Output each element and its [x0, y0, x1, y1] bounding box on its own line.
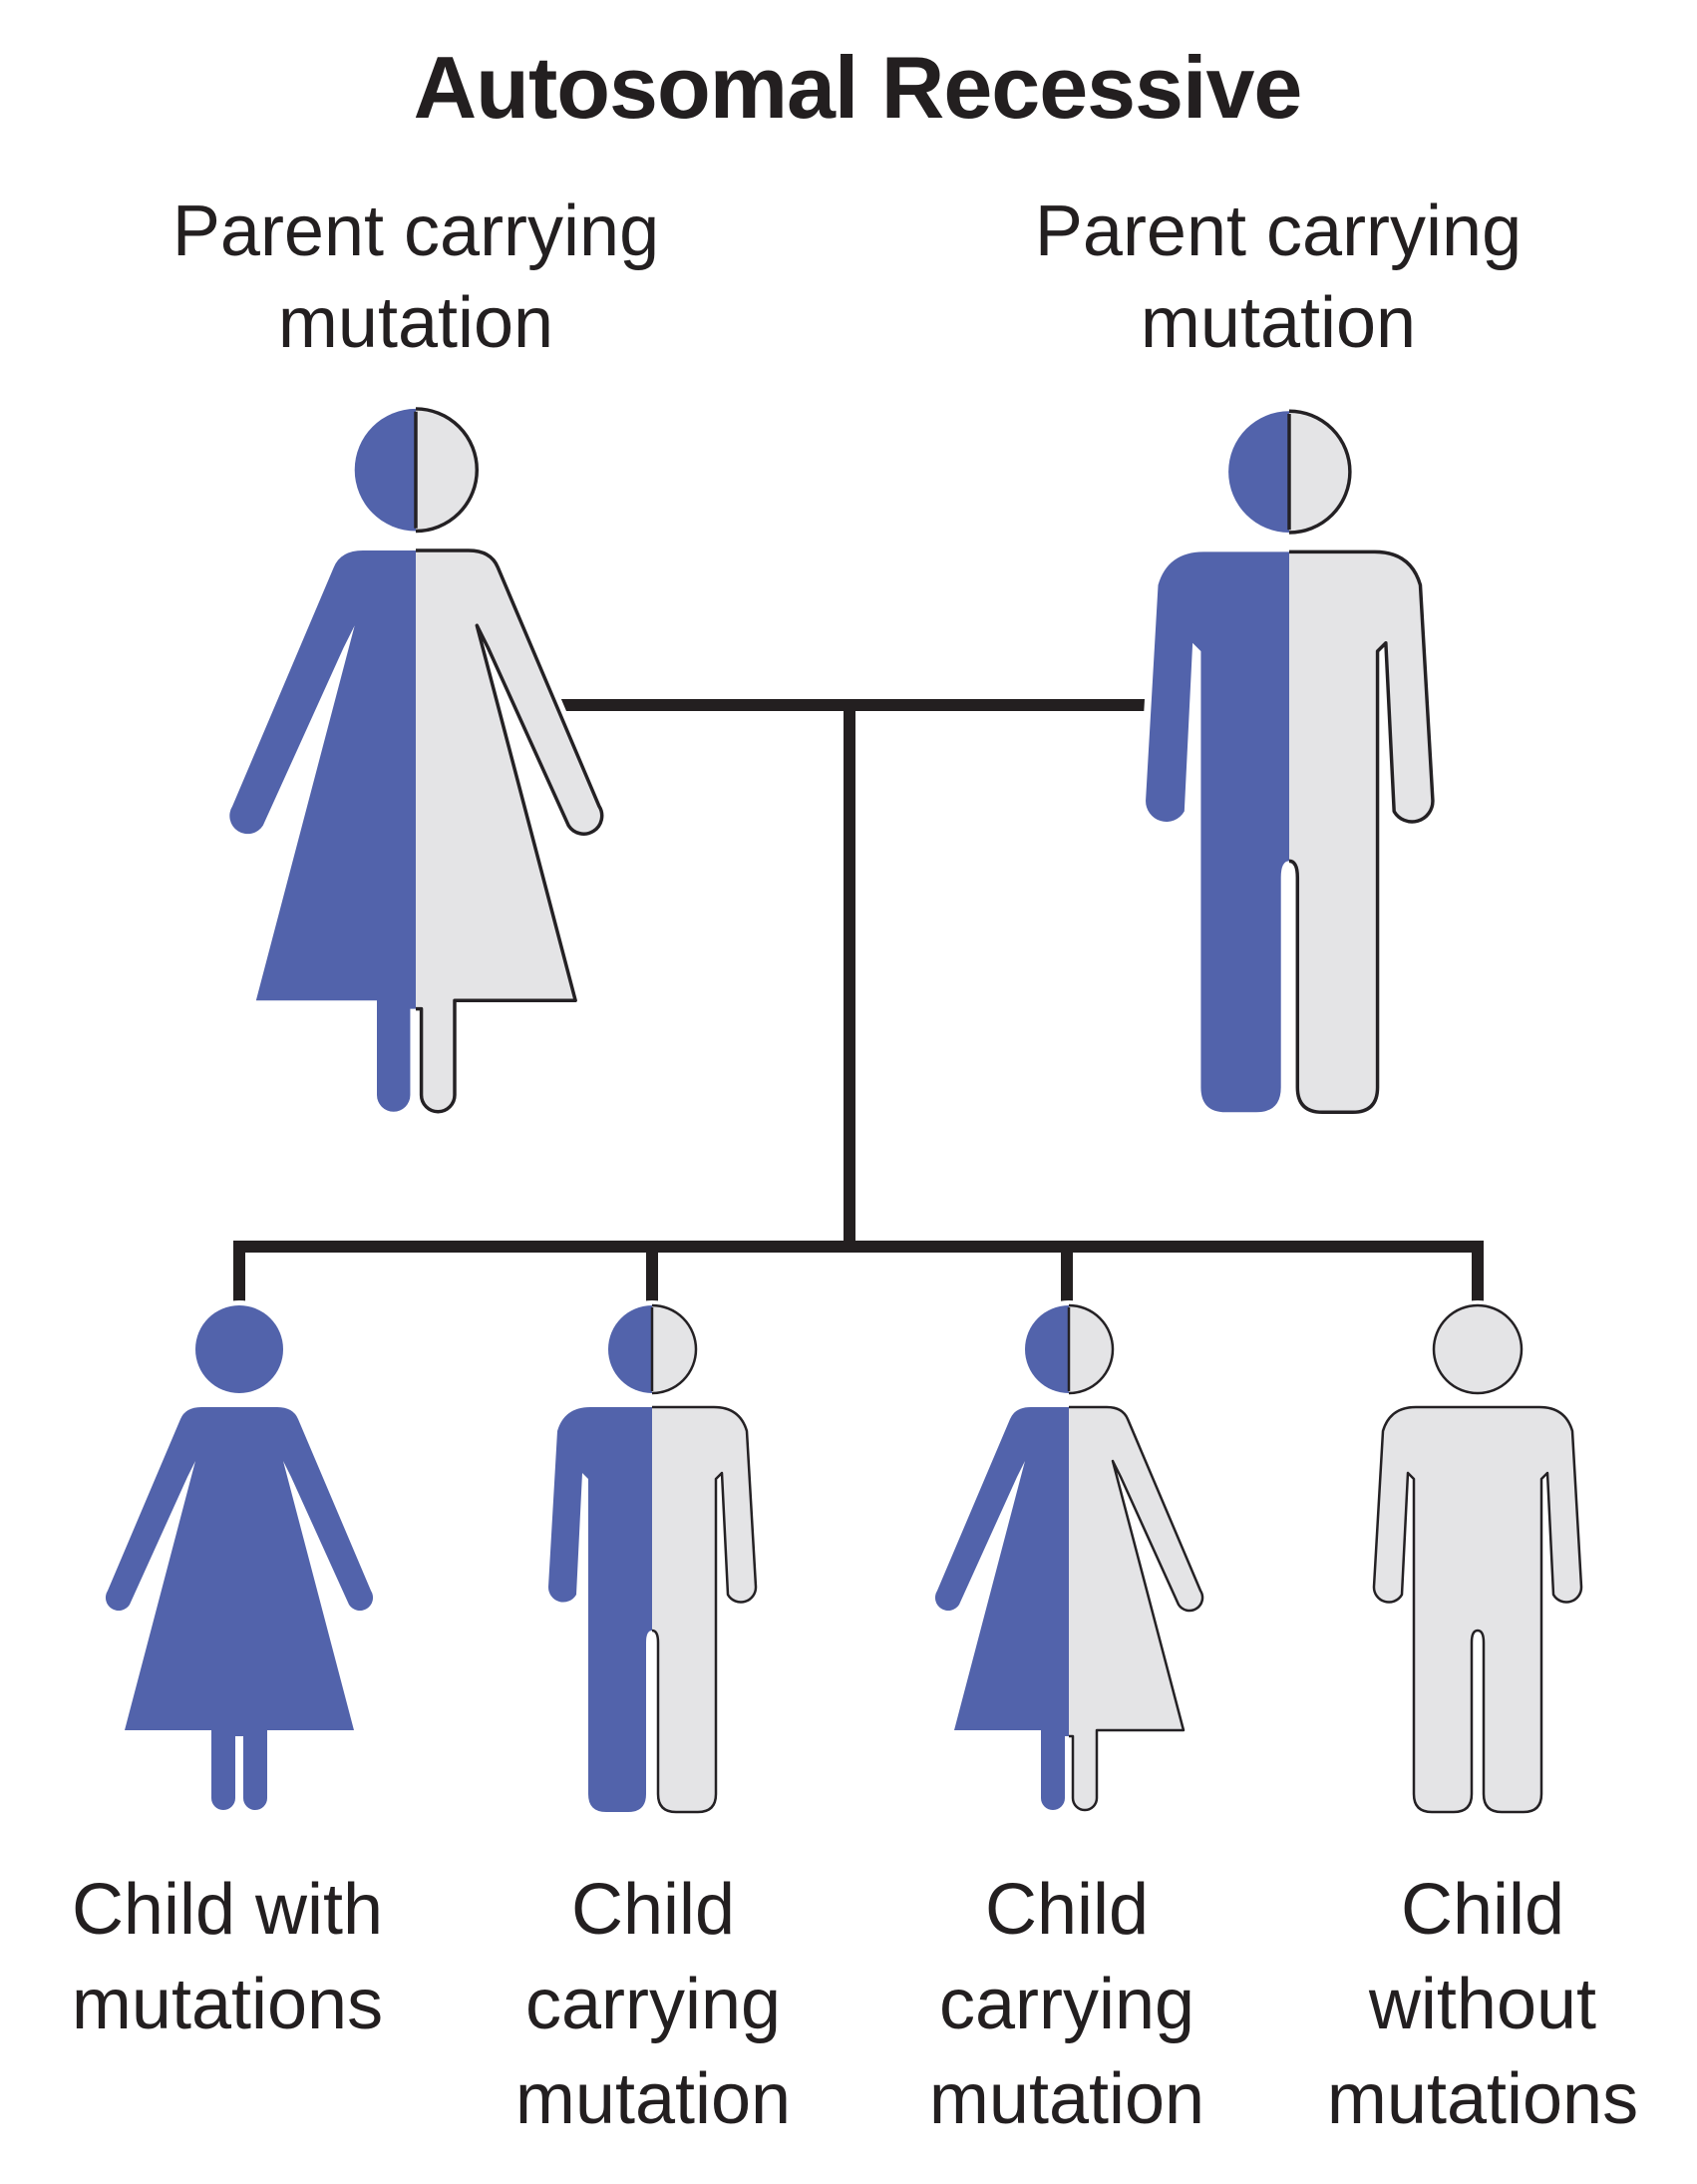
label-line: Child with	[71, 1870, 384, 1950]
mother-half-shaded-female-icon	[222, 401, 609, 1119]
label-line: mutations	[71, 1965, 384, 2044]
descent-line	[844, 705, 855, 1253]
diagram-title: Autosomal Recessive	[413, 38, 1303, 137]
label-line: mutation	[277, 283, 554, 363]
label-line: mutation	[1140, 283, 1417, 363]
blue-half	[935, 1305, 1069, 1810]
blue-half	[229, 408, 416, 1112]
drop-line	[1061, 1247, 1073, 1314]
child-3-child-label: Child carrying mutation	[929, 1863, 1204, 2147]
sibship-line	[233, 1241, 1484, 1253]
child-4-child-label: Child without mutations	[1327, 1863, 1638, 2147]
label-line: Child	[1400, 1870, 1565, 1950]
gray-half	[1069, 1303, 1204, 1812]
father-half-shaded-male-icon	[1139, 404, 1440, 1120]
blue-fill	[105, 1305, 374, 1810]
drop-line	[646, 1247, 658, 1314]
child-1-shaded-female-icon	[101, 1300, 378, 1815]
child-3-half-shaded-female-icon	[930, 1300, 1207, 1815]
label-line: Child	[570, 1870, 736, 1950]
blue-half	[547, 1305, 652, 1812]
label-line: mutations	[1326, 2059, 1639, 2139]
label-line: Parent carrying	[1034, 191, 1523, 271]
label-line: Child	[984, 1870, 1150, 1950]
gray-half	[1289, 409, 1435, 1114]
child-4-unshaded-male-icon	[1369, 1300, 1586, 1817]
child-2-child-label: Child carrying mutation	[515, 1863, 791, 2147]
gray-half	[652, 1303, 758, 1814]
label-line: mutation	[514, 2059, 792, 2139]
label-line: carrying	[524, 1965, 782, 2044]
drop-line	[1472, 1247, 1484, 1314]
mother-parent-label: Parent carrying mutation	[172, 185, 659, 369]
child-1-child-label: Child with mutations	[72, 1863, 383, 2052]
gray-half	[416, 407, 604, 1114]
label-line: Parent carrying	[171, 191, 660, 271]
label-line: mutation	[928, 2059, 1205, 2139]
drop-line	[233, 1247, 245, 1314]
blue-half	[1146, 411, 1289, 1113]
child-2-half-shaded-male-icon	[543, 1300, 761, 1817]
gray-fill	[1372, 1303, 1583, 1814]
label-line: without	[1368, 1965, 1597, 2044]
father-parent-label: Parent carrying mutation	[1035, 185, 1522, 369]
label-line: carrying	[938, 1965, 1195, 2044]
